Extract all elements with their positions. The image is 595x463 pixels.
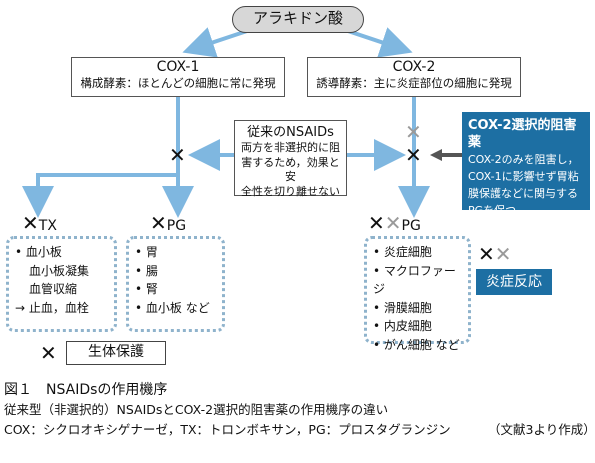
block-x-inhibitor: ✕ — [405, 120, 422, 144]
tx-label: TX — [38, 218, 57, 234]
nsaids-line: 全性を切り離せない — [241, 184, 340, 198]
list-item: • 滑膜細胞 — [373, 300, 432, 315]
cox2-inhibitor-title: COX-2選択的阻害薬 — [468, 118, 577, 150]
x-mark-grey: ✕ — [494, 242, 512, 266]
list-item: • 血小板 など — [135, 300, 210, 315]
list-item: 血小板凝集 — [29, 263, 90, 278]
list-item: → 止血，血栓 — [15, 300, 89, 315]
pg1-label-group: ✕PG — [150, 213, 186, 235]
pg2-list: • 炎症細胞 • マクロファージ • 滑膜細胞 • 内皮細胞 • がん細胞 など — [364, 236, 471, 352]
list-item: • がん細胞 など — [373, 337, 460, 352]
inflammation-box: 炎症反応 — [476, 269, 552, 295]
caption-credit: （文献3より作成） — [488, 422, 595, 437]
arrow-cox1-tx — [22, 173, 178, 218]
inflammation-x-group: ✕✕ — [478, 244, 512, 265]
nsaids-line: 害するため，効果と安 — [241, 155, 340, 184]
cox2-box: COX-2 誘導酵素：主に炎症部位の細胞に発現 — [307, 57, 521, 97]
tx-list: • 血小板 血小板凝集 血管収縮 → 止血，血栓 — [6, 236, 117, 332]
arrow-to-cox2 — [344, 27, 413, 58]
list-item: • 腎 — [135, 282, 158, 296]
caption-line1: 従来型（非選択的）NSAIDsとCOX-2選択的阻害薬の作用機序の違い — [4, 402, 389, 417]
arrow-to-cox1 — [182, 27, 251, 58]
list-item: • 腸 — [135, 263, 158, 278]
list-item: • マクロファージ — [373, 263, 456, 297]
block-x-cox2: ✕ — [405, 143, 422, 167]
biological-protection-box: 生体保護 — [66, 341, 166, 365]
pg2-label: PG — [401, 218, 421, 234]
cox2-title: COX-2 — [392, 59, 436, 75]
x-mark: ✕ — [150, 211, 167, 235]
cox1-desc: 構成酵素：ほとんどの細胞に常に発現 — [80, 76, 276, 90]
cox2-inhibitor-box: COX-2選択的阻害薬 COX-2のみを阻害し， COX-1に影響せず胃粘 膜保… — [462, 112, 590, 217]
block-x-cox1: ✕ — [169, 143, 186, 167]
pg1-list: • 胃 • 腸 • 腎 • 血小板 など — [126, 236, 225, 332]
pg2-label-group: ✕✕PG — [368, 213, 421, 235]
x-mark: ✕ — [368, 211, 385, 235]
protection-x: ✕ — [40, 341, 57, 365]
x-mark-grey: ✕ — [384, 211, 402, 235]
list-item: • 血小板 — [15, 245, 62, 259]
cox2-inhibitor-line: PGを保つ — [468, 204, 517, 217]
list-item: • 胃 — [135, 245, 158, 259]
caption-line2: COX：シクロオキシゲナーゼ，TX：トロンボキサン，PG：プロスタグランジン — [4, 422, 451, 437]
cox2-desc: 誘導酵素：主に炎症部位の細胞に発現 — [316, 76, 512, 90]
cox1-box: COX-1 構成酵素：ほとんどの細胞に常に発現 — [71, 57, 285, 97]
cox2-inhibitor-line: 膜保護などに関与する — [468, 187, 578, 200]
nsaids-title: 従来のNSAIDs — [247, 125, 334, 140]
list-item: • 内皮細胞 — [373, 319, 432, 333]
list-item: • 炎症細胞 — [373, 245, 432, 259]
tx-label-group: ✕TX — [22, 213, 57, 235]
pg1-label: PG — [166, 218, 187, 234]
cox2-inhibitor-line: COX-1に影響せず胃粘 — [468, 170, 579, 183]
nsaids-box: 従来のNSAIDs 両方を非選択的に阻 害するため，効果と安 全性を切り離せない — [234, 120, 347, 198]
arachidonic-acid-node: アラキドン酸 — [232, 6, 364, 33]
list-item: 血管収縮 — [29, 282, 78, 296]
arachidonic-acid-label: アラキドン酸 — [252, 9, 343, 27]
figure-title: 図１ NSAIDsの作用機序 — [4, 382, 168, 398]
x-mark: ✕ — [22, 211, 39, 235]
x-mark: ✕ — [478, 242, 495, 266]
cox1-title: COX-1 — [156, 59, 200, 75]
cox2-inhibitor-line: COX-2のみを阻害し， — [468, 153, 579, 166]
nsaids-line: 両方を非選択的に阻 — [241, 141, 340, 154]
